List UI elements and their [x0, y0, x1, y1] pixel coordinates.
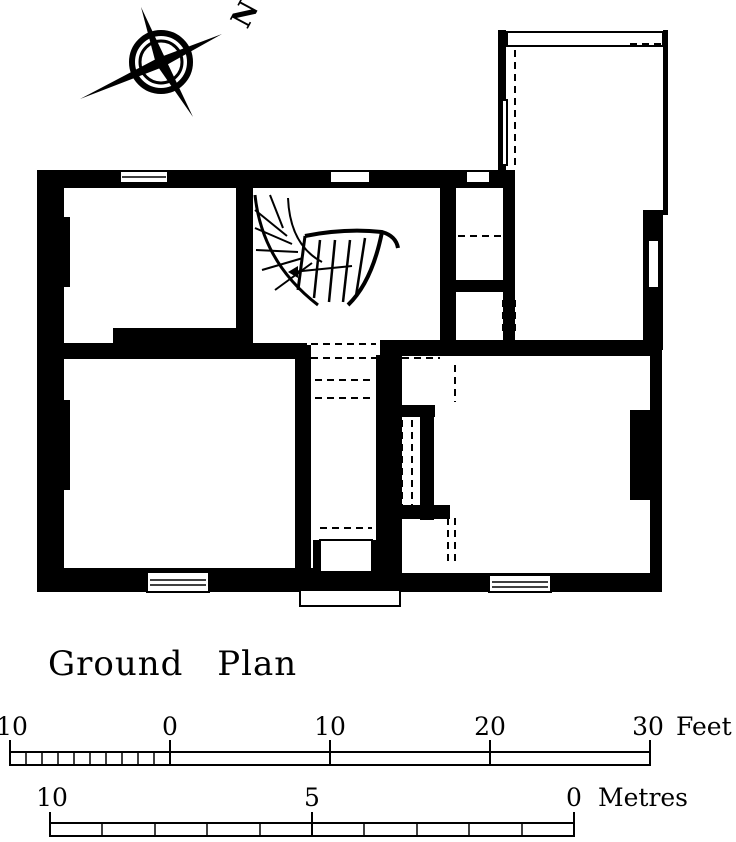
feet-label-10-left: 10 [0, 712, 28, 741]
feet-label-10: 10 [314, 712, 346, 741]
feet-label-20: 20 [474, 712, 506, 741]
feet-label-0: 0 [162, 712, 178, 741]
north-letter: N [224, 0, 265, 33]
door-openings [61, 43, 665, 565]
metres-label-5: 5 [304, 783, 320, 812]
feet-unit-label: Feet [676, 712, 732, 741]
walls [37, 30, 668, 592]
feet-scale-bar [9, 740, 651, 766]
window-lines [122, 176, 548, 588]
staircase [253, 194, 400, 307]
metres-unit-label: Metres [598, 783, 689, 812]
feet-label-30: 30 [632, 712, 664, 741]
metres-scale-bar [49, 812, 575, 837]
compass-icon [80, 7, 222, 117]
metres-label-0: 0 [566, 783, 582, 812]
metres-label-10: 10 [36, 783, 68, 812]
plan-title: Ground Plan [48, 644, 298, 684]
